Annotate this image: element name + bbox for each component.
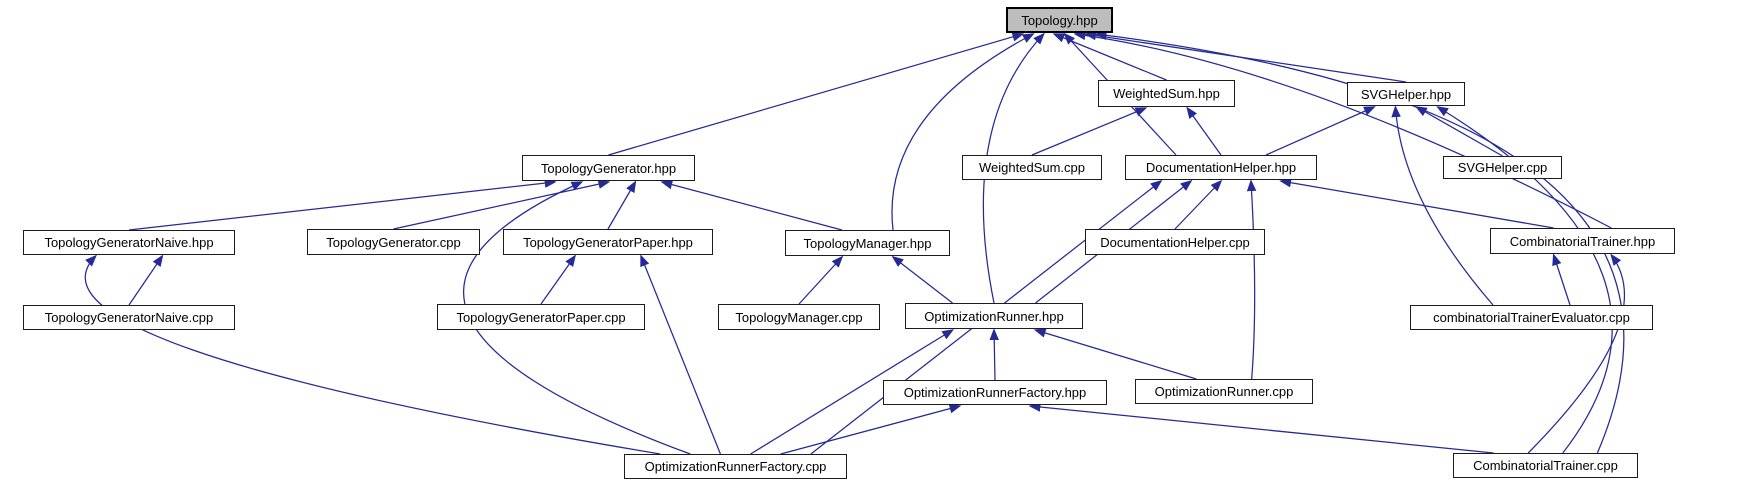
edge-TopologyGeneratorPaper-hpp-to-TopologyGenerator-hpp <box>607 180 637 230</box>
graph-node-label: WeightedSum.hpp <box>1113 86 1220 101</box>
edge-TopologyManager-hpp-to-TopologyGenerator-hpp <box>660 180 843 231</box>
graph-node-SVGHelper-cpp[interactable]: SVGHelper.cpp <box>1443 156 1562 179</box>
edge-CombinatorialTrainer-hpp-to-DocumentationHelper-hpp <box>1279 178 1554 229</box>
graph-node-CombinatorialTrainer-hpp[interactable]: CombinatorialTrainer.hpp <box>1490 228 1675 254</box>
graph-node-CombinatorialTrainer-cpp[interactable]: CombinatorialTrainer.cpp <box>1453 453 1638 478</box>
graph-node-TopologyGeneratorNaive-cpp[interactable]: TopologyGeneratorNaive.cpp <box>23 305 235 330</box>
edge-TopologyGenerator-hpp-to-Topology-hpp <box>608 32 1025 156</box>
graph-node-label: OptimizationRunner.hpp <box>924 308 1064 324</box>
edge-TopologyGeneratorPaper-cpp-to-TopologyGeneratorPaper-hpp <box>540 254 577 305</box>
graph-node-TopologyGenerator-hpp[interactable]: TopologyGenerator.hpp <box>522 155 695 181</box>
edge-CombinatorialTrainer-cpp-to-Topology-hpp <box>1094 30 1625 454</box>
graph-node-label: CombinatorialTrainer.hpp <box>1509 233 1656 249</box>
graph-node-TopologyGeneratorPaper-hpp[interactable]: TopologyGeneratorPaper.hpp <box>503 229 713 255</box>
graph-node-label: combinatorialTrainerEvaluator.cpp <box>1433 310 1630 325</box>
graph-node-TopologyManager-hpp[interactable]: TopologyManager.hpp <box>785 230 950 256</box>
graph-node-label: TopologyManager.hpp <box>803 235 932 251</box>
edge-OptimizationRunner-hpp-to-Topology-hpp <box>982 32 1045 304</box>
edge-CombinatorialTrainer-cpp-to-CombinatorialTrainer-hpp <box>1527 253 1626 454</box>
graph-node-SVGHelper-hpp[interactable]: SVGHelper.hpp <box>1347 82 1465 106</box>
graph-node-combinatorialTrainerEvaluator-cpp[interactable]: combinatorialTrainerEvaluator.cpp <box>1410 305 1653 330</box>
graph-node-TopologyGenerator-cpp[interactable]: TopologyGenerator.cpp <box>307 229 480 255</box>
edge-DocumentationHelper-hpp-to-SVGHelper-hpp <box>1265 106 1376 156</box>
edge-OptimizationRunnerFactory-cpp-to-TopologyGeneratorNaive-hpp <box>84 254 661 455</box>
graph-node-label: DocumentationHelper.cpp <box>1100 234 1250 250</box>
edge-CombinatorialTrainer-hpp-to-Topology-hpp <box>1073 30 1612 229</box>
graph-node-OptimizationRunner-cpp[interactable]: OptimizationRunner.cpp <box>1135 379 1313 404</box>
graph-node-DocumentationHelper-cpp[interactable]: DocumentationHelper.cpp <box>1085 229 1265 255</box>
graph-node-label: CombinatorialTrainer.cpp <box>1473 458 1618 473</box>
graph-node-label: TopologyGeneratorPaper.cpp <box>456 309 626 325</box>
edge-OptimizationRunnerFactory-cpp-to-OptimizationRunnerFactory-hpp <box>780 404 962 455</box>
graph-node-TopologyGeneratorNaive-hpp[interactable]: TopologyGeneratorNaive.hpp <box>23 230 235 255</box>
edge-DocumentationHelper-hpp-to-WeightedSum-hpp <box>1186 106 1222 156</box>
edge-OptimizationRunner-hpp-to-TopologyManager-hpp <box>891 255 953 304</box>
edge-OptimizationRunner-cpp-to-DocumentationHelper-hpp <box>1246 179 1257 380</box>
graph-node-TopologyManager-cpp[interactable]: TopologyManager.cpp <box>718 304 880 330</box>
graph-node-label: OptimizationRunnerFactory.hpp <box>903 385 1087 400</box>
graph-node-label: TopologyGeneratorNaive.hpp <box>44 235 214 250</box>
graph-node-DocumentationHelper-hpp[interactable]: DocumentationHelper.hpp <box>1125 155 1317 180</box>
graph-node-label: SVGHelper.hpp <box>1360 86 1452 102</box>
graph-node-label: WeightedSum.cpp <box>979 160 1085 175</box>
graph-node-OptimizationRunnerFactory-hpp[interactable]: OptimizationRunnerFactory.hpp <box>883 380 1107 405</box>
edge-TopologyGeneratorNaive-cpp-to-TopologyGeneratorNaive-hpp <box>128 254 164 306</box>
graph-node-WeightedSum-cpp[interactable]: WeightedSum.cpp <box>962 155 1102 180</box>
edge-CombinatorialTrainer-cpp-to-SVGHelper-hpp <box>1436 106 1613 454</box>
graph-node-label: TopologyGeneratorNaive.cpp <box>44 310 214 325</box>
edge-OptimizationRunnerFactory-hpp-to-OptimizationRunner-hpp <box>989 328 999 381</box>
edge-SVGHelper-cpp-to-SVGHelper-hpp <box>1415 106 1503 157</box>
edge-TopologyGenerator-cpp-to-TopologyGenerator-hpp <box>393 179 611 230</box>
edge-WeightedSum-cpp-to-WeightedSum-hpp <box>1031 107 1148 156</box>
edge-OptimizationRunnerFactory-cpp-to-TopologyGeneratorPaper-hpp <box>640 254 722 455</box>
graph-node-label: DocumentationHelper.hpp <box>1145 160 1297 175</box>
graph-node-OptimizationRunner-hpp[interactable]: OptimizationRunner.hpp <box>905 303 1083 329</box>
edge-CombinatorialTrainer-cpp-to-OptimizationRunnerFactory-hpp <box>1028 402 1494 454</box>
graph-node-Topology-hpp[interactable]: Topology.hpp <box>1006 7 1113 33</box>
graph-node-label: TopologyManager.cpp <box>735 309 863 325</box>
edge-DocumentationHelper-cpp-to-DocumentationHelper-hpp <box>1174 179 1223 230</box>
edge-OptimizationRunnerFactory-cpp-to-OptimizationRunner-hpp <box>750 329 955 455</box>
edge-OptimizationRunner-cpp-to-OptimizationRunner-hpp <box>1033 328 1197 380</box>
graph-node-OptimizationRunnerFactory-cpp[interactable]: OptimizationRunnerFactory.cpp <box>624 454 847 479</box>
edge-combinatorialTrainerEvaluator-cpp-to-CombinatorialTrainer-hpp <box>1552 253 1571 306</box>
graph-node-label: SVGHelper.cpp <box>1457 160 1548 175</box>
graph-node-label: TopologyGenerator.cpp <box>326 234 461 250</box>
edge-TopologyManager-cpp-to-TopologyManager-hpp <box>798 255 844 305</box>
graph-node-WeightedSum-hpp[interactable]: WeightedSum.hpp <box>1098 80 1235 107</box>
edge-combinatorialTrainerEvaluator-cpp-to-SVGHelper-hpp <box>1391 105 1494 306</box>
graph-node-label: TopologyGeneratorPaper.hpp <box>523 234 693 250</box>
graph-node-label: OptimizationRunnerFactory.cpp <box>644 459 827 474</box>
graph-node-label: TopologyGenerator.hpp <box>540 160 677 176</box>
graph-node-label: OptimizationRunner.cpp <box>1154 384 1294 399</box>
edge-TopologyGeneratorNaive-hpp-to-TopologyGenerator-hpp <box>128 178 557 231</box>
edge-TopologyManager-hpp-to-Topology-hpp <box>891 33 1035 231</box>
graph-node-TopologyGeneratorPaper-cpp[interactable]: TopologyGeneratorPaper.cpp <box>437 304 645 330</box>
graph-node-label: Topology.hpp <box>1021 12 1098 28</box>
